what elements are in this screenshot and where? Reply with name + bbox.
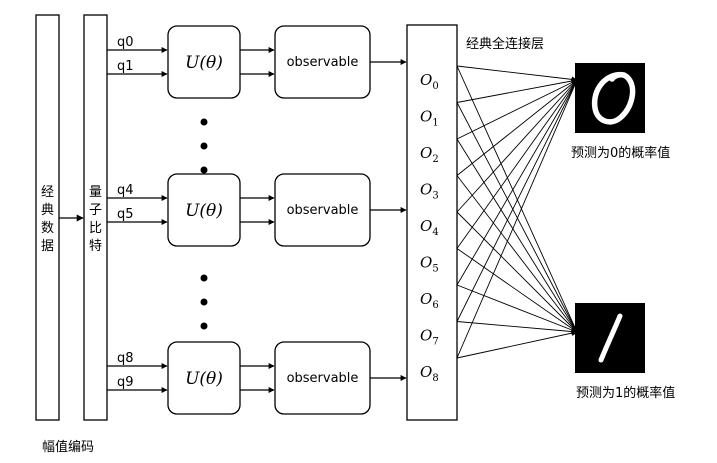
fc-connection	[456, 79, 578, 359]
encoding-label: 幅值编码	[42, 439, 94, 455]
digit-one-stroke	[598, 313, 623, 363]
output-node-o3: O3	[420, 181, 439, 202]
qubit-name: q5	[117, 207, 134, 222]
output-node-subscript: 2	[432, 154, 438, 165]
observable-label: observable	[287, 371, 359, 386]
ellipsis-dot	[200, 118, 208, 126]
fc-connection	[456, 248, 578, 333]
output-node-subscript: 5	[432, 264, 438, 275]
output-node-letter: O	[420, 181, 432, 199]
prediction-caption-zero: 预测为0的概率值	[571, 145, 670, 161]
fc-connection	[456, 65, 578, 333]
fc-connection	[456, 284, 578, 333]
qubit-label-char: 特	[89, 239, 102, 254]
fc-layer-label: 经典全连接层	[466, 36, 544, 52]
output-node-subscript: 8	[432, 373, 438, 384]
observable-label: observable	[287, 55, 359, 70]
output-node-letter: O	[420, 144, 432, 162]
fc-connection	[456, 79, 578, 249]
classical-data-label-char: 经	[41, 185, 54, 200]
qubit-name: q0	[117, 35, 134, 50]
fc-connection	[456, 79, 578, 286]
circuit-group: q4 q5 U(θ) observable	[107, 173, 407, 247]
unitary-box	[167, 25, 241, 99]
output-node-letter: O	[420, 108, 432, 126]
classical-data-label-char: 据	[41, 239, 54, 254]
fc-connection	[456, 102, 578, 333]
qubit-name: q8	[117, 351, 134, 366]
ellipsis-dot	[200, 142, 208, 150]
fc-connection	[456, 175, 578, 333]
qubit-register-box	[83, 14, 108, 421]
ellipsis-dot	[200, 166, 208, 174]
fc-connection	[456, 321, 578, 335]
output-node-letter: O	[420, 290, 432, 308]
circuit-group: q8 q9 U(θ) observable	[107, 341, 407, 415]
fc-connection	[456, 138, 578, 333]
output-node-letter: O	[420, 327, 432, 345]
qubit-label-char: 比	[89, 221, 102, 236]
qubit-name: q9	[117, 375, 134, 390]
qubit-name: q1	[117, 59, 134, 74]
ellipsis-dots-upper	[200, 118, 208, 174]
output-layer-box	[406, 24, 458, 421]
fc-connection	[456, 211, 578, 333]
output-node-subscript: 0	[432, 81, 438, 92]
unitary-box	[167, 173, 241, 247]
unitary-box	[167, 341, 241, 415]
circuit-group: q0 q1 U(θ) observable	[107, 25, 407, 99]
qubit-label-char: 量	[89, 185, 102, 200]
qubit-label-char: 子	[89, 203, 102, 218]
unitary-label: U(θ)	[185, 53, 223, 73]
output-node-subscript: 4	[432, 227, 438, 238]
output-node-subscript: 6	[432, 300, 438, 311]
fc-connection	[456, 330, 578, 359]
output-node-subscript: 3	[432, 191, 438, 202]
fc-connection	[456, 78, 578, 103]
prediction-caption-one: 预测为1的概率值	[576, 385, 675, 401]
ellipsis-dot	[200, 322, 208, 330]
unitary-label: U(θ)	[185, 369, 223, 389]
fc-connection	[456, 79, 578, 322]
ellipsis-dot	[200, 274, 208, 282]
fc-connection	[456, 79, 578, 140]
unitary-label: U(θ)	[185, 201, 223, 221]
output-node-subscript: 7	[432, 337, 438, 348]
observable-label: observable	[287, 203, 359, 218]
ellipsis-dots-lower	[200, 274, 208, 330]
output-node-o7: O7	[420, 327, 439, 348]
output-node-letter: O	[420, 217, 432, 235]
output-node-o1: O1	[420, 108, 439, 129]
output-node-o6: O6	[420, 290, 439, 311]
classical-data-label-char: 数	[41, 221, 54, 236]
output-node-o4: O4	[420, 217, 439, 238]
output-node-o0: O0	[420, 71, 439, 92]
fully-connected-lines	[456, 65, 578, 359]
digit-zero-stroke	[591, 72, 636, 125]
output-node-letter: O	[420, 71, 432, 89]
output-node-o8: O8	[420, 363, 439, 384]
qubit-name: q4	[117, 183, 134, 198]
fc-connection	[456, 65, 578, 83]
output-node-letter: O	[420, 363, 432, 381]
output-node-subscript: 1	[432, 118, 438, 129]
ellipsis-dot	[200, 298, 208, 306]
classical-data-label-char: 典	[41, 203, 54, 218]
fc-connection	[456, 79, 578, 213]
fc-connection	[456, 79, 578, 176]
output-node-o2: O2	[420, 144, 439, 165]
digit-image-one	[575, 303, 645, 373]
digit-image-zero	[575, 63, 645, 133]
output-node-letter: O	[420, 254, 432, 272]
output-node-o5: O5	[420, 254, 439, 275]
